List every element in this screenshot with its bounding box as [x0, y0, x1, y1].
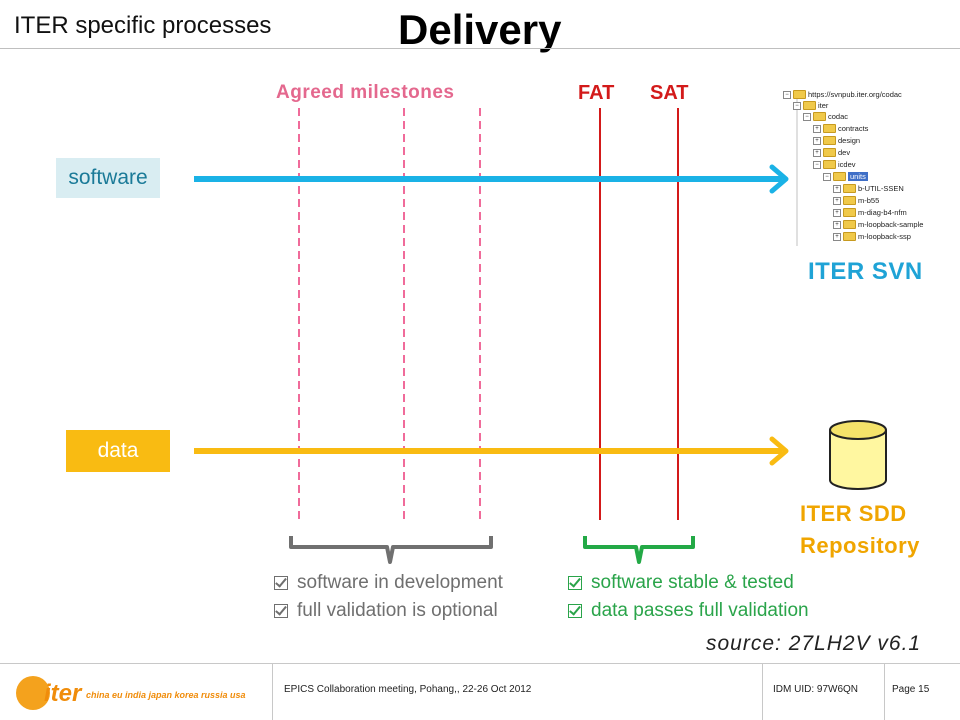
footer-divider [0, 663, 960, 664]
tree-row: − icdev [813, 160, 856, 169]
folder-icon [843, 232, 856, 241]
database-cylinder-icon [829, 420, 887, 490]
tree-row: + contracts [813, 124, 868, 133]
section-title: ITER specific processes [14, 12, 272, 39]
tree-toggle-icon: + [833, 220, 841, 229]
checklist-text: software in development [297, 572, 503, 593]
tree-row: − codac [803, 112, 848, 121]
tree-label: m-b55 [858, 196, 880, 205]
tree-row: + b-UTIL-SSEN [833, 184, 904, 193]
tree-toggle-icon: − [803, 112, 811, 121]
footer-separator [272, 664, 273, 720]
checklist-text: full validation is optional [297, 600, 498, 621]
folder-icon [813, 112, 826, 121]
iter-logo-icon [16, 676, 50, 710]
data-lane-label: data [66, 430, 170, 472]
tree-label: m-diag-b4-nfm [858, 208, 907, 217]
tree-label: https://svnpub.iter.org/codac [808, 90, 902, 99]
data-lane-text: data [97, 439, 139, 462]
folder-icon [803, 101, 816, 110]
folder-icon [843, 184, 856, 193]
tree-toggle-icon: − [793, 101, 801, 110]
tree-label: contracts [838, 124, 869, 133]
tree-label: design [838, 136, 861, 145]
tree-row-selected: − units [823, 172, 868, 181]
agreed-milestones-label: Agreed milestones [276, 82, 455, 103]
tree-row: + m-loopback-sample [833, 220, 923, 229]
folder-icon [823, 148, 836, 157]
development-brace [289, 536, 493, 564]
folder-icon [793, 90, 806, 99]
svn-folder-tree: −https://svnpub.iter.org/codac −iter −co… [783, 86, 923, 246]
tree-row: + design [813, 136, 860, 145]
tree-row: + dev [813, 148, 850, 157]
footer-page-number: Page 15 [892, 684, 930, 695]
iter-logo-tagline: china eu india japan korea russia usa [86, 690, 246, 700]
tree-row-root: − https://svnpub.iter.org/codac [783, 90, 902, 99]
folder-icon [843, 208, 856, 217]
sat-label: SAT [650, 82, 689, 104]
data-arrow-head [769, 436, 789, 466]
software-arrow-head [769, 164, 789, 194]
iter-logo-word: iter [44, 680, 82, 707]
tree-label: icdev [838, 160, 856, 169]
tree-label: b-UTIL-SSEN [858, 184, 904, 193]
checklist-item: software stable & tested [568, 569, 809, 597]
software-lane-text: software [68, 166, 148, 189]
stable-brace [583, 536, 695, 564]
tree-toggle-icon: + [813, 148, 821, 157]
checkbox-checked-icon [568, 604, 582, 618]
checkbox-checked-icon [274, 604, 288, 618]
footer-meeting: EPICS Collaboration meeting, Pohang,, 22… [284, 684, 532, 695]
tree-label: dev [838, 148, 851, 157]
fat-label: FAT [578, 82, 615, 104]
folder-icon [823, 160, 836, 169]
checklist-item: data passes full validation [568, 597, 809, 625]
folder-icon [823, 124, 836, 133]
tree-label: units [848, 172, 868, 181]
tree-toggle-icon: + [833, 184, 841, 193]
folder-icon [833, 172, 846, 181]
tree-label: m-loopback-ssp [858, 232, 911, 241]
tree-toggle-icon: + [833, 232, 841, 241]
tree-label: iter [818, 101, 829, 110]
iter-sdd-label: ITER SDD Repository [800, 498, 920, 562]
slide-title: Delivery [398, 6, 562, 53]
development-checklist: software in development full validation … [274, 569, 503, 625]
folder-icon [823, 136, 836, 145]
software-lane-label: software [56, 158, 160, 198]
footer-separator [762, 664, 763, 720]
checklist-text: software stable & tested [591, 572, 794, 593]
tree-toggle-icon: − [813, 160, 821, 169]
tree-row: + m-loopback-ssp [833, 232, 911, 241]
tree-row: + m-b55 [833, 196, 879, 205]
sdd-label-line2: Repository [800, 533, 920, 558]
tree-label: m-loopback-sample [858, 220, 924, 229]
tree-toggle-icon: + [813, 136, 821, 145]
stable-checklist: software stable & tested data passes ful… [568, 569, 809, 625]
tree-toggle-icon: − [823, 172, 831, 181]
title-divider [0, 48, 960, 49]
checkbox-checked-icon [568, 576, 582, 590]
source-reference: source: 27LH2V v6.1 [706, 632, 922, 655]
checklist-item: full validation is optional [274, 597, 503, 625]
tree-row: + m-diag-b4-nfm [833, 208, 907, 217]
folder-icon [843, 196, 856, 205]
footer-separator [884, 664, 885, 720]
tree-row: − iter [793, 101, 828, 110]
checkbox-checked-icon [274, 576, 288, 590]
tree-toggle-icon: + [813, 124, 821, 133]
tree-label: codac [828, 112, 849, 121]
tree-toggle-icon: − [783, 90, 791, 99]
checklist-item: software in development [274, 569, 503, 597]
footer-idm: IDM UID: 97W6QN [773, 684, 859, 695]
folder-icon [843, 220, 856, 229]
tree-toggle-icon: + [833, 196, 841, 205]
checklist-text: data passes full validation [591, 600, 809, 621]
tree-toggle-icon: + [833, 208, 841, 217]
iter-svn-label: ITER SVN [808, 258, 923, 285]
sdd-label-line1: ITER SDD [800, 501, 907, 526]
